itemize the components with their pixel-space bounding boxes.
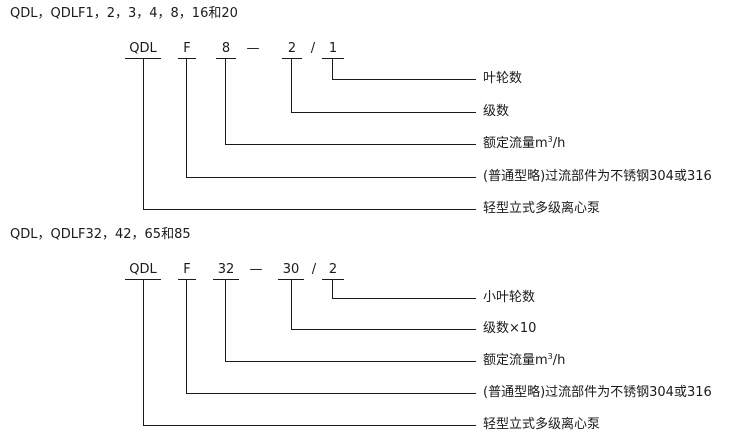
underline-stages — [282, 58, 302, 59]
leader-material-h — [186, 393, 476, 394]
label-stages: 级数 — [483, 104, 510, 119]
code-stages: 2 — [287, 41, 297, 56]
label-flow-superscript: 3 — [547, 352, 553, 361]
underline-flow — [216, 58, 236, 59]
leader-flow-v — [225, 59, 226, 144]
label-flow-unit: /h — [552, 353, 566, 368]
leader-series-v — [143, 280, 144, 425]
code-impeller: 1 — [328, 41, 338, 56]
code-series: QDL — [129, 41, 157, 56]
leader-impeller-v — [332, 280, 333, 298]
label-flow: 额定流量m3/h — [483, 353, 565, 369]
code-dash: — — [246, 41, 260, 56]
label-flow-superscript: 3 — [547, 135, 553, 144]
label-material: (普通型略)过流部件为不锈钢304或316 — [483, 169, 712, 184]
leader-impeller-h — [332, 298, 476, 299]
leader-flow-h — [225, 361, 476, 362]
leader-series-v — [143, 59, 144, 209]
diagram-heading: QDL，QDLF1，2，3，4，8，16和20 — [10, 6, 238, 21]
leader-material-v — [186, 280, 187, 393]
underline-series — [125, 58, 161, 59]
code-material: F — [183, 262, 191, 277]
label-impeller: 小叶轮数 — [483, 290, 536, 305]
underline-stages — [278, 279, 304, 280]
label-stages: 级数×10 — [483, 321, 537, 336]
label-impeller: 叶轮数 — [483, 71, 523, 86]
leader-stages-h — [291, 112, 476, 113]
underline-flow — [213, 279, 239, 280]
leader-series-h — [143, 209, 476, 210]
diagram-heading: QDL，QDLF32，42，65和85 — [10, 227, 191, 242]
code-slash: / — [310, 41, 316, 56]
label-flow-unit: /h — [552, 136, 566, 151]
leader-impeller-h — [332, 79, 476, 80]
code-slash: / — [311, 262, 317, 277]
code-flow: 8 — [221, 41, 231, 56]
leader-stages-v — [291, 59, 292, 112]
code-series: QDL — [129, 262, 157, 277]
label-series: 轻型立式多级离心泵 — [483, 201, 601, 216]
code-impeller: 2 — [328, 262, 338, 277]
code-dash: — — [249, 262, 263, 277]
label-flow-text: 额定流量m — [483, 353, 548, 368]
label-material: (普通型略)过流部件为不锈钢304或316 — [483, 385, 712, 400]
leader-flow-v — [225, 280, 226, 361]
code-flow: 32 — [217, 262, 235, 277]
leader-material-h — [186, 177, 476, 178]
leader-flow-h — [225, 144, 476, 145]
leader-stages-h — [291, 329, 476, 330]
underline-impeller — [322, 279, 344, 280]
code-stages: 30 — [282, 262, 300, 277]
underline-material — [178, 58, 196, 59]
code-material: F — [183, 41, 191, 56]
label-flow: 额定流量m3/h — [483, 136, 565, 152]
leader-stages-v — [291, 280, 292, 329]
underline-material — [178, 279, 196, 280]
leader-series-h — [143, 425, 476, 426]
leader-material-v — [186, 59, 187, 177]
underline-series — [125, 279, 161, 280]
label-flow-text: 额定流量m — [483, 136, 548, 151]
leader-impeller-v — [332, 59, 333, 79]
underline-impeller — [322, 58, 344, 59]
label-series: 轻型立式多级离心泵 — [483, 417, 601, 432]
